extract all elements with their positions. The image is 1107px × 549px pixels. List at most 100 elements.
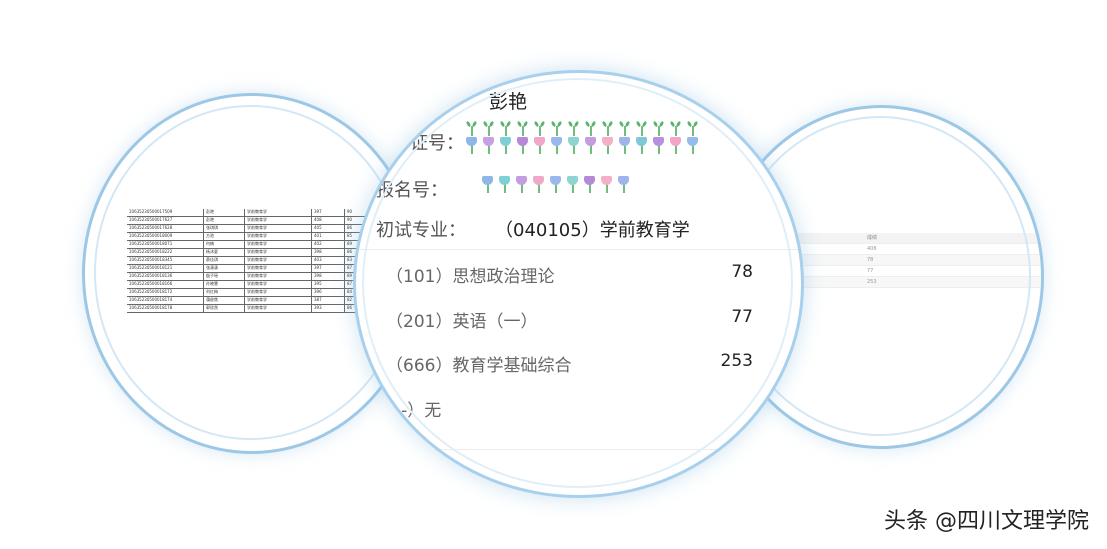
tulip-icon [600, 137, 615, 155]
exam-id-label: 考证号： [392, 133, 464, 154]
table-cell: 398 [311, 272, 345, 281]
table-cell: 393 [311, 304, 345, 313]
tulip-icon [548, 176, 563, 194]
table-cell: 402 [311, 240, 345, 249]
table-cell: 398 [311, 248, 345, 257]
table-cell: 学前教育学 [244, 232, 312, 241]
faint-cell: 253 [867, 279, 877, 285]
tulip-icon [515, 137, 530, 155]
tulip-icon [617, 119, 632, 137]
table-cell: 殷子瑶 [203, 272, 245, 281]
major-label: 初试专业： [376, 220, 466, 241]
table-cell: 学前教育学 [244, 224, 312, 233]
registration-label: 报名号： [376, 180, 448, 201]
tulip-icon [514, 176, 529, 194]
table-cell: 张潇潇 [203, 264, 245, 273]
faint-table-row: 77 [781, 266, 1041, 277]
faint-table-header: 成绩 [781, 233, 1041, 244]
faint-cell: 78 [867, 257, 874, 263]
table-cell: 刘红梅 [203, 288, 245, 297]
table-cell: 彭艳 [203, 216, 245, 225]
table-cell: 405 [311, 224, 345, 233]
divider-bottom [356, 449, 801, 450]
registration-redaction [480, 176, 631, 194]
tulip-icon [651, 137, 666, 155]
table-cell: 10635230500018009 [127, 232, 204, 241]
tulip-icon [583, 119, 598, 137]
tulip-icon [549, 119, 564, 137]
faint-table-row: 78 [781, 255, 1041, 266]
subject-politics: （101）思想政治理论 [386, 267, 555, 287]
table-cell: 学前教育学 [244, 264, 312, 273]
tulip-icon [599, 176, 614, 194]
table-cell: 10635230500017628 [127, 224, 204, 233]
tulip-icon [565, 176, 580, 194]
faint-header-label: 成绩 [867, 235, 878, 241]
table-cell: 何楠 [203, 240, 245, 249]
table-cell: 401 [311, 232, 345, 241]
table-cell: 408 [311, 216, 345, 225]
table-cell: 学前教育学 [244, 288, 312, 297]
score-politics: 78 [731, 262, 753, 282]
table-cell: 403 [311, 256, 345, 265]
table-cell: 10635230500018121 [127, 264, 204, 273]
main-magnifier-circle: 彭艳 考证号： 报名号： 初试专业： （040105）学前教育学 （101）思想… [353, 70, 804, 498]
table-cell: 孙晓慧 [203, 280, 245, 289]
faint-table-row: 408 [781, 244, 1041, 255]
table-cell: 10635230500018345 [127, 256, 204, 265]
table-cell: 学前教育学 [244, 256, 312, 265]
faint-score-table: 成绩 408 78 77 253 [781, 233, 1041, 288]
tulip-icon [532, 137, 547, 155]
watermark-text: 头条 @四川文理学院 [884, 509, 1089, 534]
tulip-icon [464, 119, 479, 137]
tulip-icon [515, 119, 530, 137]
table-cell: 396 [311, 288, 345, 297]
tulip-icon [617, 137, 632, 155]
table-cell: 10635230500018071 [127, 240, 204, 249]
candidate-name: 彭艳 [489, 91, 528, 113]
subject-english: （201）英语（一） [386, 312, 538, 332]
faint-table-row: 253 [781, 277, 1041, 288]
tulip-icon [481, 137, 496, 155]
table-cell: 10635230500018178 [127, 304, 204, 313]
table-cell: 学前教育学 [244, 304, 312, 313]
tulip-icon [582, 176, 597, 194]
score-card: 彭艳 考证号： 报名号： 初试专业： （040105）学前教育学 （101）思想… [356, 73, 801, 495]
table-cell: 蒲俊焦 [203, 296, 245, 305]
tulip-icon [566, 137, 581, 155]
exam-id-redaction-top [464, 119, 700, 137]
table-cell: 学前教育学 [244, 280, 312, 289]
tulip-icon [549, 137, 564, 155]
tulip-icon [481, 119, 496, 137]
table-cell: 学前教育学 [244, 240, 312, 249]
table-cell: 方池 [203, 232, 245, 241]
table-cell: 10635230500018136 [127, 272, 204, 281]
faint-cell: 77 [867, 268, 874, 274]
tulip-icon [480, 176, 495, 194]
table-cell: 10635230500018166 [127, 280, 204, 289]
table-cell: 学前教育学 [244, 248, 312, 257]
tulip-icon [685, 119, 700, 137]
score-education: 253 [720, 351, 753, 371]
table-cell: 10635230500017509 [127, 209, 204, 217]
subject-education: （666）教育学基础综合 [386, 356, 572, 376]
tulip-icon [616, 176, 631, 194]
table-cell: 杨沐夏 [203, 248, 245, 257]
score-english: 77 [731, 307, 753, 327]
table-cell: 387 [311, 296, 345, 305]
tulip-icon [651, 119, 666, 137]
table-cell: 学前教育学 [244, 296, 312, 305]
tulip-icon [668, 137, 683, 155]
